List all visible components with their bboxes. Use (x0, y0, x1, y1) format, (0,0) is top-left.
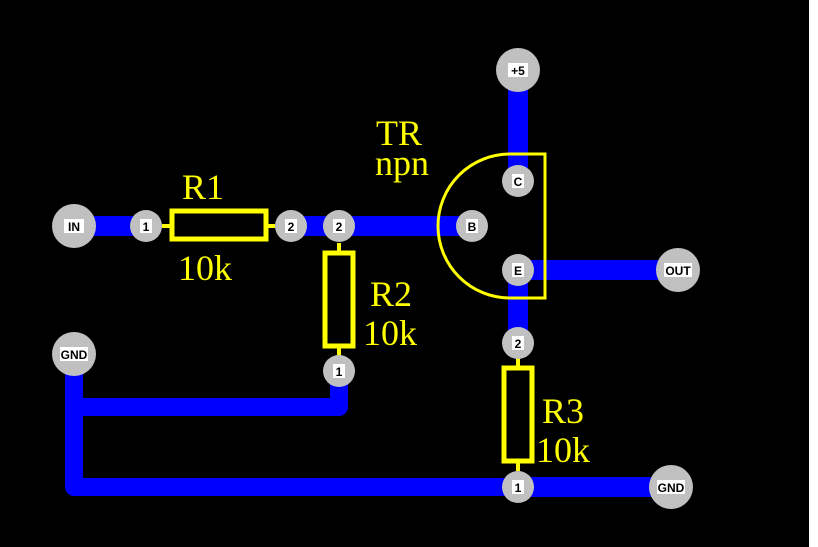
pad-in: IN (52, 204, 96, 248)
silkscreen (162, 152, 547, 471)
pad-label: +5 (511, 64, 525, 78)
pad-label-background (508, 63, 528, 77)
pad-label: GND (658, 481, 685, 495)
pad-vcc: +5 (496, 48, 540, 92)
pad-label-background (664, 263, 692, 277)
pad-label: 1 (515, 481, 522, 495)
pad-label-background (285, 219, 297, 233)
pad-label-background (64, 219, 84, 233)
r1-body (169, 208, 269, 242)
pad-label: C (514, 175, 523, 189)
pad-tr-b: B (456, 210, 488, 242)
transistor-type-label: npn (375, 143, 429, 183)
pad-label-background (333, 364, 345, 378)
pad-label: 2 (515, 337, 522, 351)
pad-tr-e: E (502, 254, 534, 286)
pad-label-background (60, 347, 88, 361)
r1-name-label: R1 (182, 167, 224, 207)
pad-r1-p2: 2 (275, 210, 307, 242)
pad-out: OUT (656, 248, 700, 292)
trace-gnd-r2 (65, 345, 348, 416)
r3-value-label: 10k (536, 430, 590, 470)
r2-name-label: R2 (370, 274, 412, 314)
pad-label: E (514, 264, 522, 278)
r3-body (501, 365, 535, 464)
r2-value-label: 10k (363, 313, 417, 353)
pad-r3-p1: 1 (502, 471, 534, 503)
pad-r2-p2: 2 (323, 210, 355, 242)
pad-label: 2 (336, 220, 343, 234)
pad-label-background (512, 336, 524, 350)
r1-value-label: 10k (178, 248, 232, 288)
pad-label: OUT (665, 264, 691, 278)
pad-gnd-left: GND (52, 332, 96, 376)
pad-gnd-right: GND (649, 465, 693, 509)
pad-label-background (512, 480, 524, 494)
pad-label-background (466, 219, 478, 233)
r2-body (322, 250, 356, 349)
pad-label: B (468, 220, 477, 234)
pad-tr-c: C (502, 165, 534, 197)
trace-gnd-r3 (65, 391, 527, 496)
pad-label-background (140, 219, 152, 233)
transistor-name-label: TR (376, 113, 422, 153)
r3-name-label: R3 (542, 391, 584, 431)
pad-label: 2 (288, 220, 295, 234)
pad-label-background (333, 219, 345, 233)
pad-label-background (512, 263, 524, 277)
pad-label: 1 (336, 365, 343, 379)
transistor-outline (436, 152, 547, 300)
pad-label-background (657, 480, 685, 494)
pad-label: IN (68, 220, 80, 234)
pad-r1-p1: 1 (130, 210, 162, 242)
pad-label: GND (61, 348, 88, 362)
pad-r3-p2: 2 (502, 327, 534, 359)
pad-label-background (512, 174, 524, 188)
pad-label: 1 (143, 220, 150, 234)
pad-r2-p1: 1 (323, 355, 355, 387)
